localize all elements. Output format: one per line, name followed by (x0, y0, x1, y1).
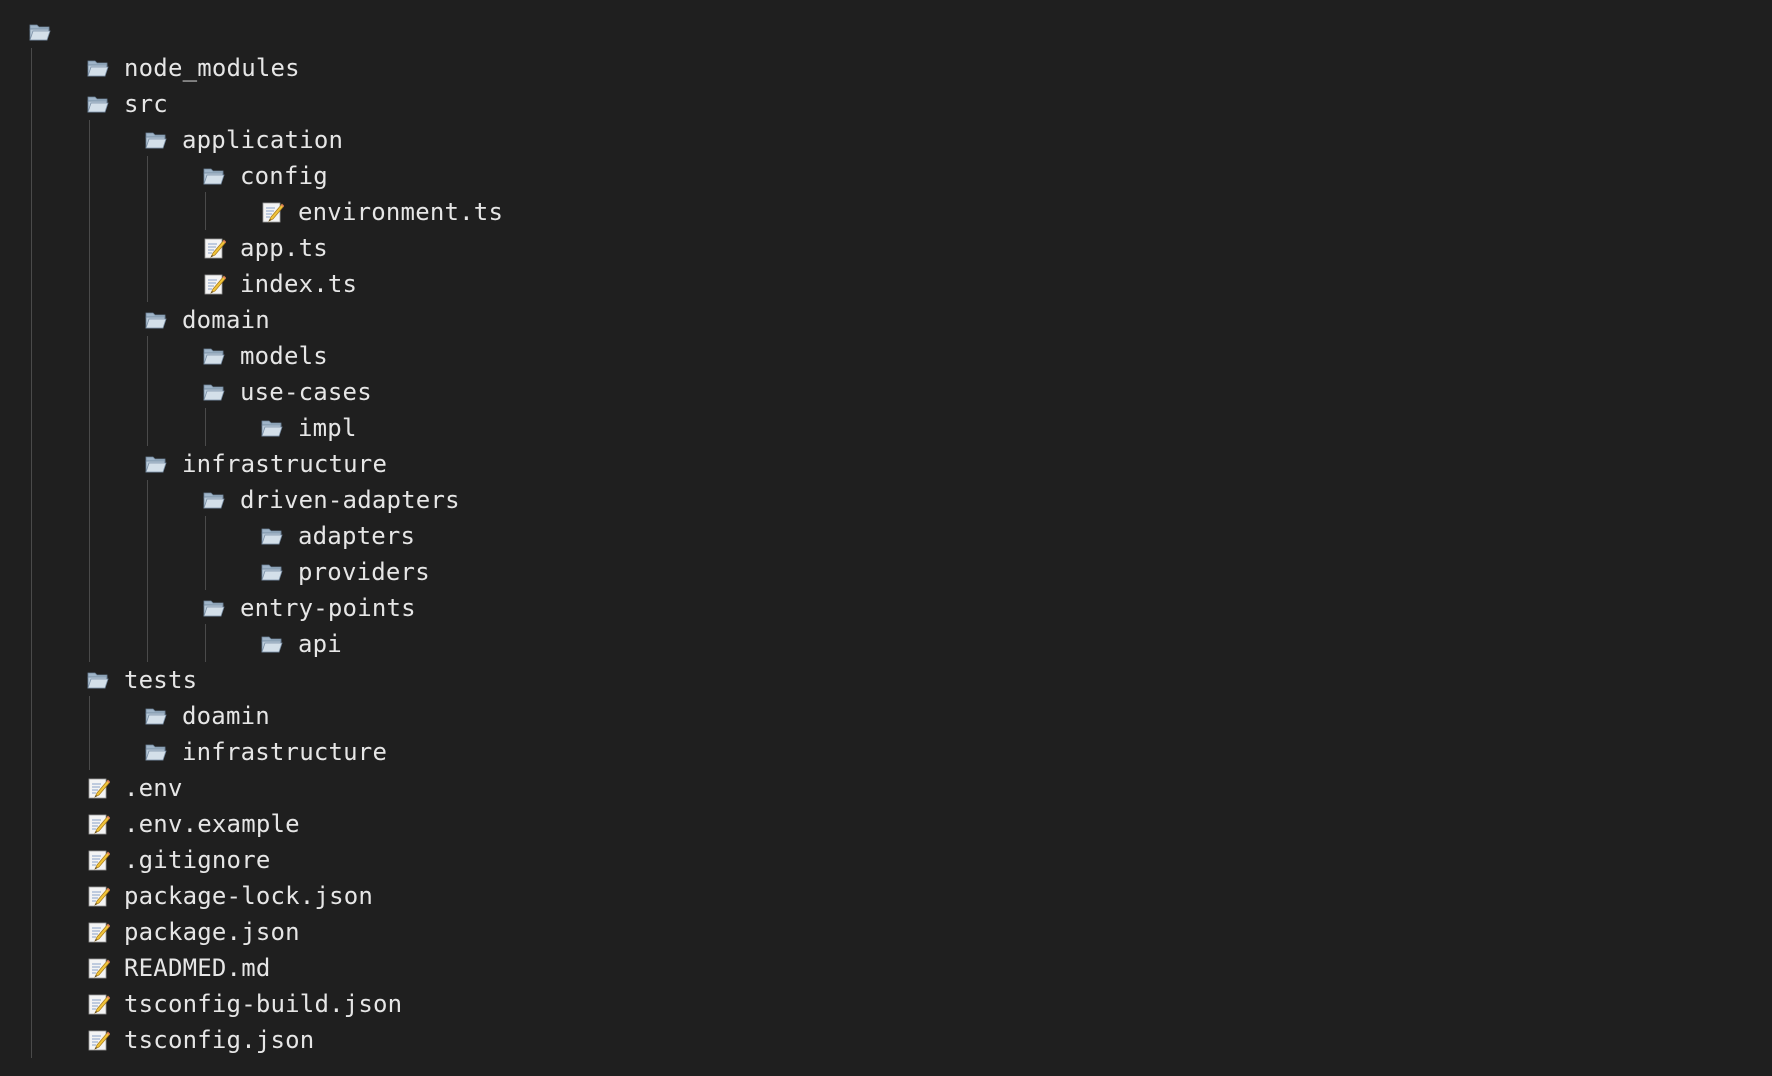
folder-icon (202, 380, 226, 404)
folder-icon (144, 308, 168, 332)
node-label: tests (124, 666, 198, 694)
file-icon (260, 200, 284, 224)
folder-icon (28, 20, 52, 44)
file-icon (86, 884, 110, 908)
node-label: app.ts (240, 234, 328, 262)
file-icon (86, 920, 110, 944)
file-icon (202, 236, 226, 260)
folder-icon (86, 56, 110, 80)
folder-icon (260, 416, 284, 440)
node-label: domain (182, 306, 270, 334)
indent-guide (205, 624, 206, 662)
folder-node[interactable]: infrastructure (144, 734, 387, 770)
folder-icon (144, 704, 168, 728)
file-node[interactable]: tsconfig.json (86, 1022, 314, 1058)
file-node[interactable]: app.ts (202, 230, 328, 266)
indent-guide (205, 516, 206, 590)
file-node[interactable]: index.ts (202, 266, 357, 302)
node-label: impl (298, 414, 357, 442)
node-label: package-lock.json (124, 882, 374, 910)
folder-node[interactable]: impl (260, 410, 357, 446)
node-label: node_modules (124, 54, 300, 82)
node-label: package.json (124, 918, 300, 946)
folder-node[interactable]: application (144, 122, 343, 158)
indent-guide (31, 48, 32, 1058)
node-label: config (240, 162, 328, 190)
folder-icon (260, 632, 284, 656)
folder-icon (86, 668, 110, 692)
folder-node[interactable]: api (260, 626, 342, 662)
node-label: driven-adapters (240, 486, 460, 514)
folder-node[interactable]: node_modules (86, 50, 300, 86)
file-icon (86, 812, 110, 836)
folder-node[interactable]: config (202, 158, 328, 194)
node-label: src (124, 90, 168, 118)
file-icon (86, 848, 110, 872)
file-icon (86, 776, 110, 800)
file-node[interactable]: environment.ts (260, 194, 503, 230)
node-label: .env (124, 774, 183, 802)
tree-root[interactable] (28, 14, 66, 50)
folder-node[interactable]: tests (86, 662, 197, 698)
file-node[interactable]: .env.example (86, 806, 300, 842)
indent-guide (89, 696, 90, 770)
node-label: tsconfig.json (124, 1026, 315, 1054)
folder-node[interactable]: adapters (260, 518, 415, 554)
indent-guide (147, 480, 148, 662)
indent-guide (89, 120, 90, 662)
folder-node[interactable]: src (86, 86, 168, 122)
node-label: providers (298, 558, 430, 586)
file-node[interactable]: .gitignore (86, 842, 271, 878)
file-node[interactable]: package.json (86, 914, 300, 950)
node-label: infrastructure (182, 450, 388, 478)
node-label: models (240, 342, 328, 370)
folder-icon (202, 596, 226, 620)
indent-guide (205, 192, 206, 230)
folder-icon (144, 128, 168, 152)
node-label: use-cases (240, 378, 372, 406)
folder-node[interactable]: entry-points (202, 590, 416, 626)
file-icon (86, 1028, 110, 1052)
folder-node[interactable]: driven-adapters (202, 482, 460, 518)
folder-icon (144, 740, 168, 764)
file-node[interactable]: tsconfig-build.json (86, 986, 402, 1022)
file-node[interactable]: .env (86, 770, 183, 806)
folder-node[interactable]: infrastructure (144, 446, 387, 482)
folder-node[interactable]: providers (260, 554, 430, 590)
node-label: .gitignore (124, 846, 271, 874)
file-node[interactable]: READMED.md (86, 950, 271, 986)
folder-node[interactable]: domain (144, 302, 270, 338)
node-label: index.ts (240, 270, 358, 298)
node-label: infrastructure (182, 738, 388, 766)
node-label: entry-points (240, 594, 416, 622)
node-label: environment.ts (298, 198, 504, 226)
indent-guide (147, 336, 148, 446)
folder-icon (202, 488, 226, 512)
indent-guide (205, 408, 206, 446)
folder-node[interactable]: use-cases (202, 374, 372, 410)
file-icon (202, 272, 226, 296)
node-label: api (298, 630, 342, 658)
node-label: doamin (182, 702, 270, 730)
file-icon (86, 956, 110, 980)
folder-icon (202, 344, 226, 368)
file-icon (86, 992, 110, 1016)
node-label: tsconfig-build.json (124, 990, 403, 1018)
node-label: application (182, 126, 344, 154)
node-label: READMED.md (124, 954, 271, 982)
folder-icon (260, 524, 284, 548)
folder-icon (260, 560, 284, 584)
folder-icon (202, 164, 226, 188)
folder-icon (144, 452, 168, 476)
node-label: adapters (298, 522, 416, 550)
folder-node[interactable]: models (202, 338, 328, 374)
file-node[interactable]: package-lock.json (86, 878, 373, 914)
folder-icon (86, 92, 110, 116)
node-label: .env.example (124, 810, 300, 838)
indent-guide (147, 156, 148, 302)
folder-node[interactable]: doamin (144, 698, 270, 734)
